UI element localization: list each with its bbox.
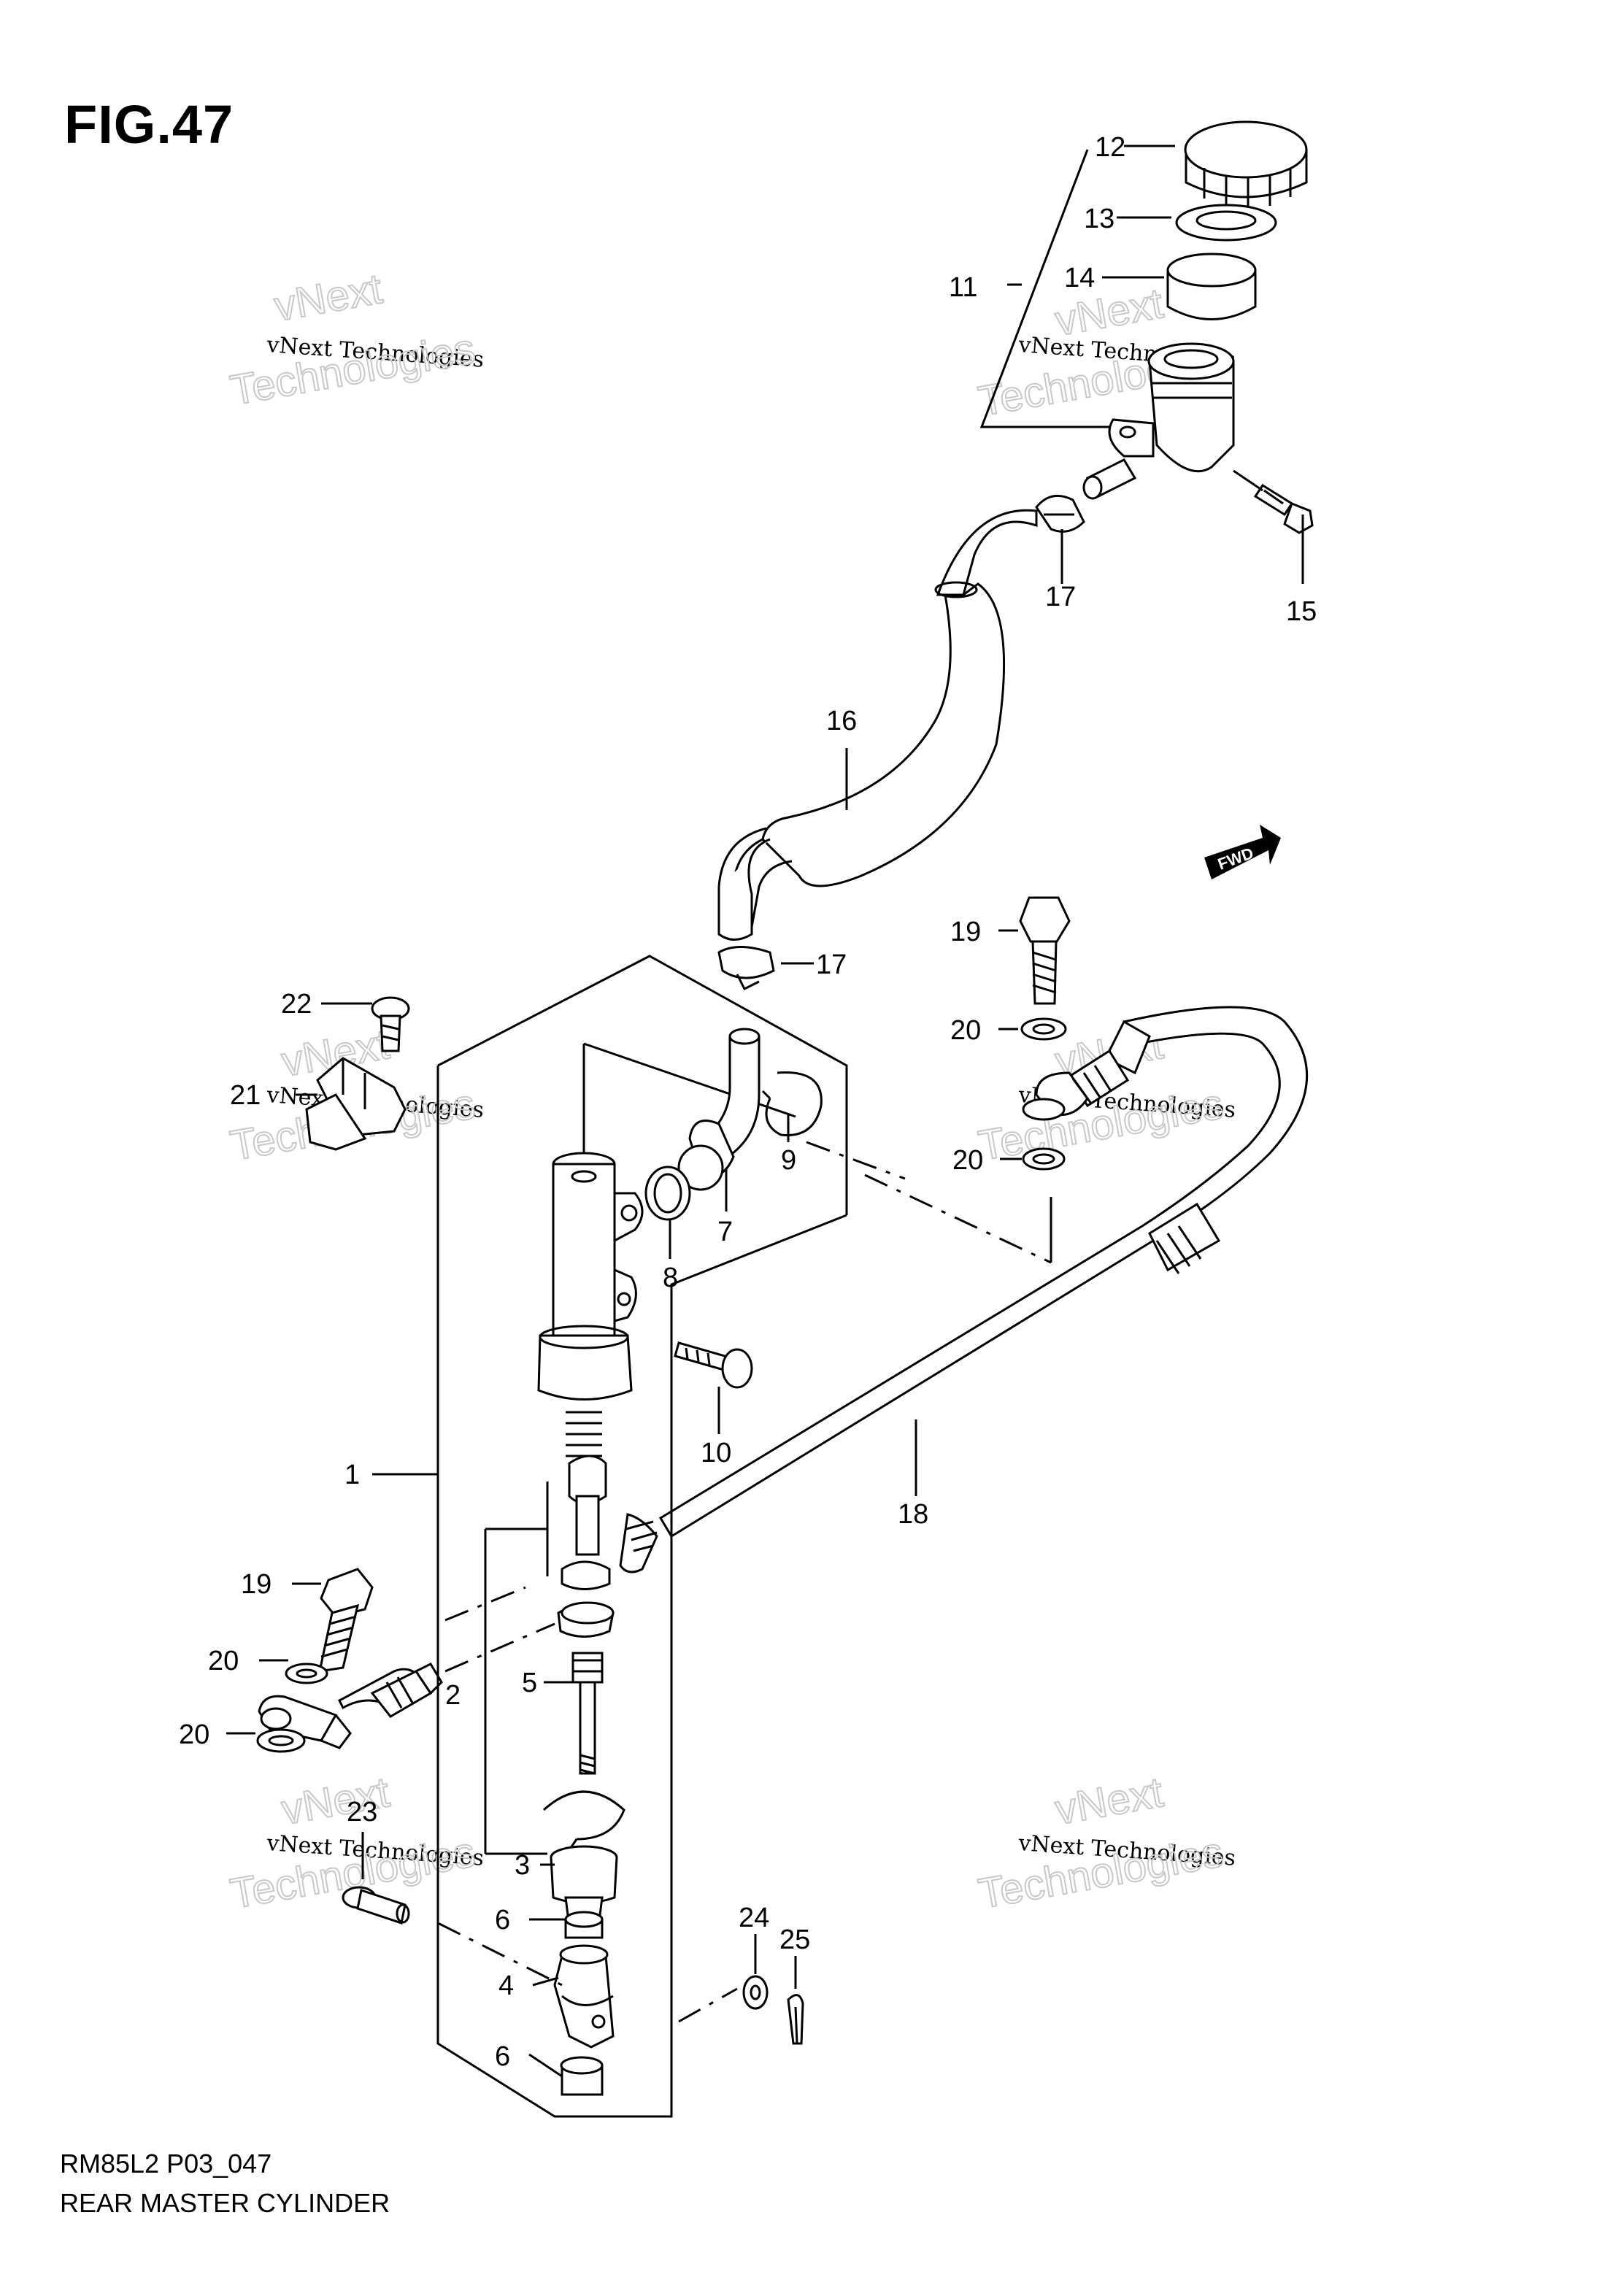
alignment-line (864, 1174, 1052, 1264)
watermark-bottom-right: vNext vNext Technologies Technologies (974, 1768, 1236, 1919)
callout-1: 1 (344, 1460, 360, 1490)
callout-13: 13 (1084, 204, 1114, 234)
callout-21: 21 (230, 1080, 261, 1111)
part-union-bolt-left (318, 1568, 374, 1673)
part-clevis-pin (342, 1886, 410, 1925)
part-lock-nut-lower (560, 2056, 604, 2096)
part-union-bolt-right (1019, 896, 1071, 1005)
figure-title: FIG.47 (64, 94, 234, 155)
part-lock-nut-upper (564, 1911, 604, 1939)
group-bracket-11 (979, 149, 1109, 428)
callout-20-left-lower: 20 (179, 1719, 209, 1750)
callout-5: 5 (522, 1668, 537, 1698)
callout-10: 10 (701, 1438, 731, 1468)
callout-19-right: 19 (950, 917, 981, 947)
callout-7: 7 (717, 1217, 733, 1247)
part-brake-hose (658, 1006, 1308, 1538)
callout-20-left-upper: 20 (208, 1646, 239, 1676)
part-hose-end-left (258, 1663, 443, 1749)
forward-direction-arrow: FWD (1204, 825, 1281, 879)
part-callouts: 12 13 14 11 15 17 16 17 19 20 20 22 21 9… (179, 132, 1317, 2072)
callout-16: 16 (826, 706, 857, 736)
part-reservoir-bolt (1233, 469, 1314, 534)
part-bracket-screw (371, 996, 410, 1052)
alignment-line (437, 1922, 563, 1987)
part-push-rod-clevis (553, 1944, 615, 2049)
callout-6-lower: 6 (495, 2041, 510, 2072)
callout-25: 25 (779, 1925, 810, 1955)
callout-17-lower: 17 (816, 949, 847, 980)
callout-9: 9 (781, 1145, 796, 1176)
callout-4: 4 (498, 1971, 514, 2001)
callout-11: 11 (949, 272, 977, 303)
watermark-brand: vNext (1052, 1768, 1166, 1834)
callout-20-right-lower: 20 (952, 1145, 983, 1176)
diagram-name: REAR MASTER CYLINDER (60, 2188, 390, 2218)
alignment-line (444, 1622, 555, 1673)
part-washer-right-upper (1020, 1017, 1067, 1041)
callout-14: 14 (1064, 263, 1095, 293)
part-master-cylinder-body (537, 1152, 644, 1401)
part-mounting-bolt (674, 1341, 753, 1389)
leader-lines (226, 145, 1304, 2078)
fwd-label: FWD (1215, 844, 1256, 874)
part-hose-clamp-upper (1035, 494, 1085, 533)
part-clevis-washer (742, 1975, 769, 2010)
part-piston-assembly (557, 1411, 658, 1775)
part-reservoir-body (1082, 342, 1235, 500)
part-washer-left-upper (285, 1663, 328, 1684)
callout-8: 8 (663, 1263, 678, 1293)
model-code: RM85L2 P03_047 (60, 2149, 272, 2178)
part-hose-clamp-lower (717, 946, 775, 991)
part-washer-right-lower (1022, 1147, 1066, 1171)
watermark-brand: vNext (271, 265, 385, 331)
leader-7-across (583, 1042, 796, 1118)
reservoir-assembly (979, 120, 1314, 534)
part-diaphragm (1166, 253, 1257, 320)
callout-18: 18 (898, 1499, 928, 1530)
part-piston-circlip (542, 1790, 625, 1851)
callout-24: 24 (739, 1903, 769, 1933)
callout-15: 15 (1286, 596, 1317, 627)
assembly-outline (436, 1066, 847, 2118)
callout-12: 12 (1095, 132, 1125, 163)
alignment-line (678, 1987, 738, 2023)
callout-23: 23 (347, 1797, 377, 1827)
part-hose-connector (677, 1028, 761, 1191)
part-hose-guide-bracket (305, 1057, 407, 1151)
part-diaphragm-plate (1175, 204, 1277, 242)
part-circlip-connector (761, 1071, 823, 1136)
alignment-line (806, 1141, 906, 1180)
part-cotter-pin (787, 1994, 804, 2045)
callout-17-upper: 17 (1045, 582, 1076, 612)
callout-22: 22 (281, 989, 312, 1020)
alignment-line (444, 1586, 526, 1622)
callout-6-upper: 6 (495, 1905, 510, 1935)
assembly-outline-top (437, 955, 848, 1215)
callout-2: 2 (445, 1680, 461, 1711)
callout-20-right-upper: 20 (950, 1015, 981, 1046)
callout-19-left: 19 (241, 1569, 272, 1600)
part-o-ring (644, 1166, 691, 1221)
part-reservoir-hose (717, 509, 1038, 941)
part-reservoir-cap (1184, 120, 1308, 209)
watermark-top-left: vNext vNext Technologies Technologies (226, 264, 485, 415)
part-washer-left-lower (256, 1728, 306, 1753)
callout-3: 3 (515, 1850, 530, 1881)
